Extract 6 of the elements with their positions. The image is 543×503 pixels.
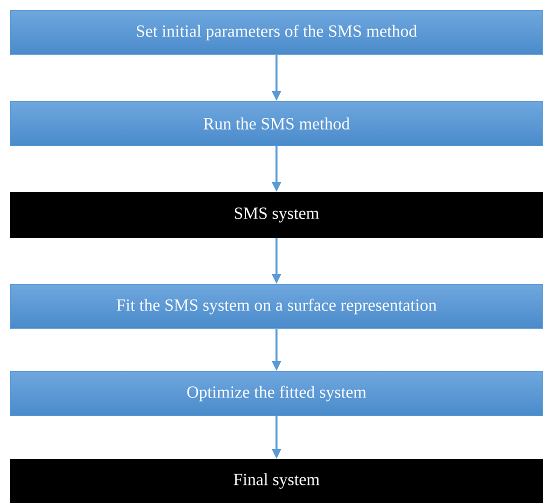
process-box: Run the SMS method — [10, 101, 543, 146]
result-box: SMS system — [10, 192, 543, 238]
process-box: Optimize the fitted system — [10, 371, 543, 416]
process-box: Set initial parameters of the SMS method — [10, 10, 543, 55]
process-box: Fit the SMS system on a surface representation — [10, 284, 543, 329]
result-box: Final system — [10, 459, 543, 503]
